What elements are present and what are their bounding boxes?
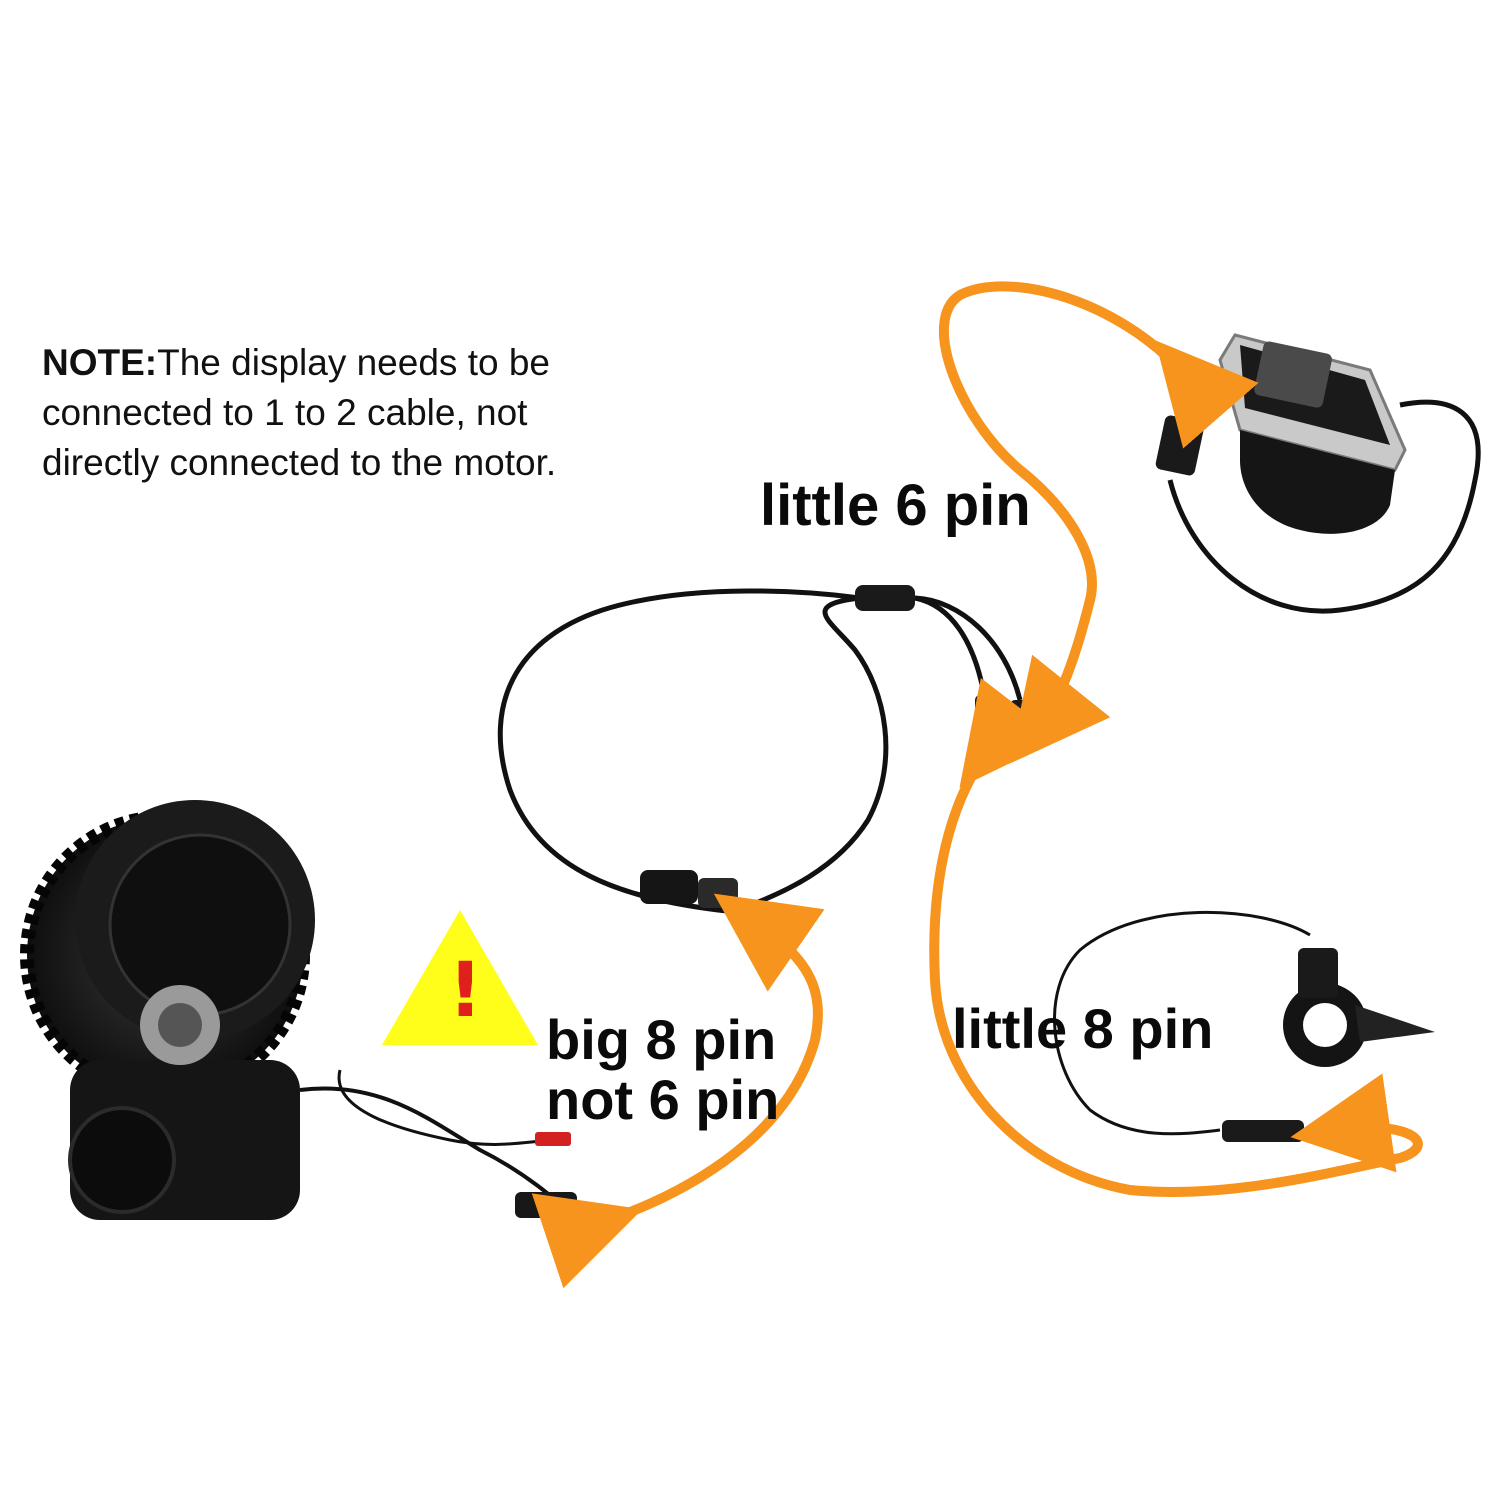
lcd-display-icon	[1155, 335, 1479, 611]
label-big-8-pin: big 8 pin	[546, 1010, 779, 1070]
y-splitter-cable-icon	[500, 585, 1032, 912]
note-lead: NOTE:	[42, 342, 157, 383]
warning-exclamation: !	[448, 945, 483, 1034]
label-not-6-pin: not 6 pin	[546, 1070, 779, 1130]
label-big-8-pin-group: big 8 pin not 6 pin	[546, 1010, 779, 1130]
label-little-6-pin: little 6 pin	[760, 472, 1031, 539]
label-little-8-pin: little 8 pin	[952, 996, 1213, 1061]
arrow-throttle-to-splitter	[934, 748, 1418, 1192]
note-text-block: NOTE:The display needs to be connected t…	[42, 338, 642, 488]
